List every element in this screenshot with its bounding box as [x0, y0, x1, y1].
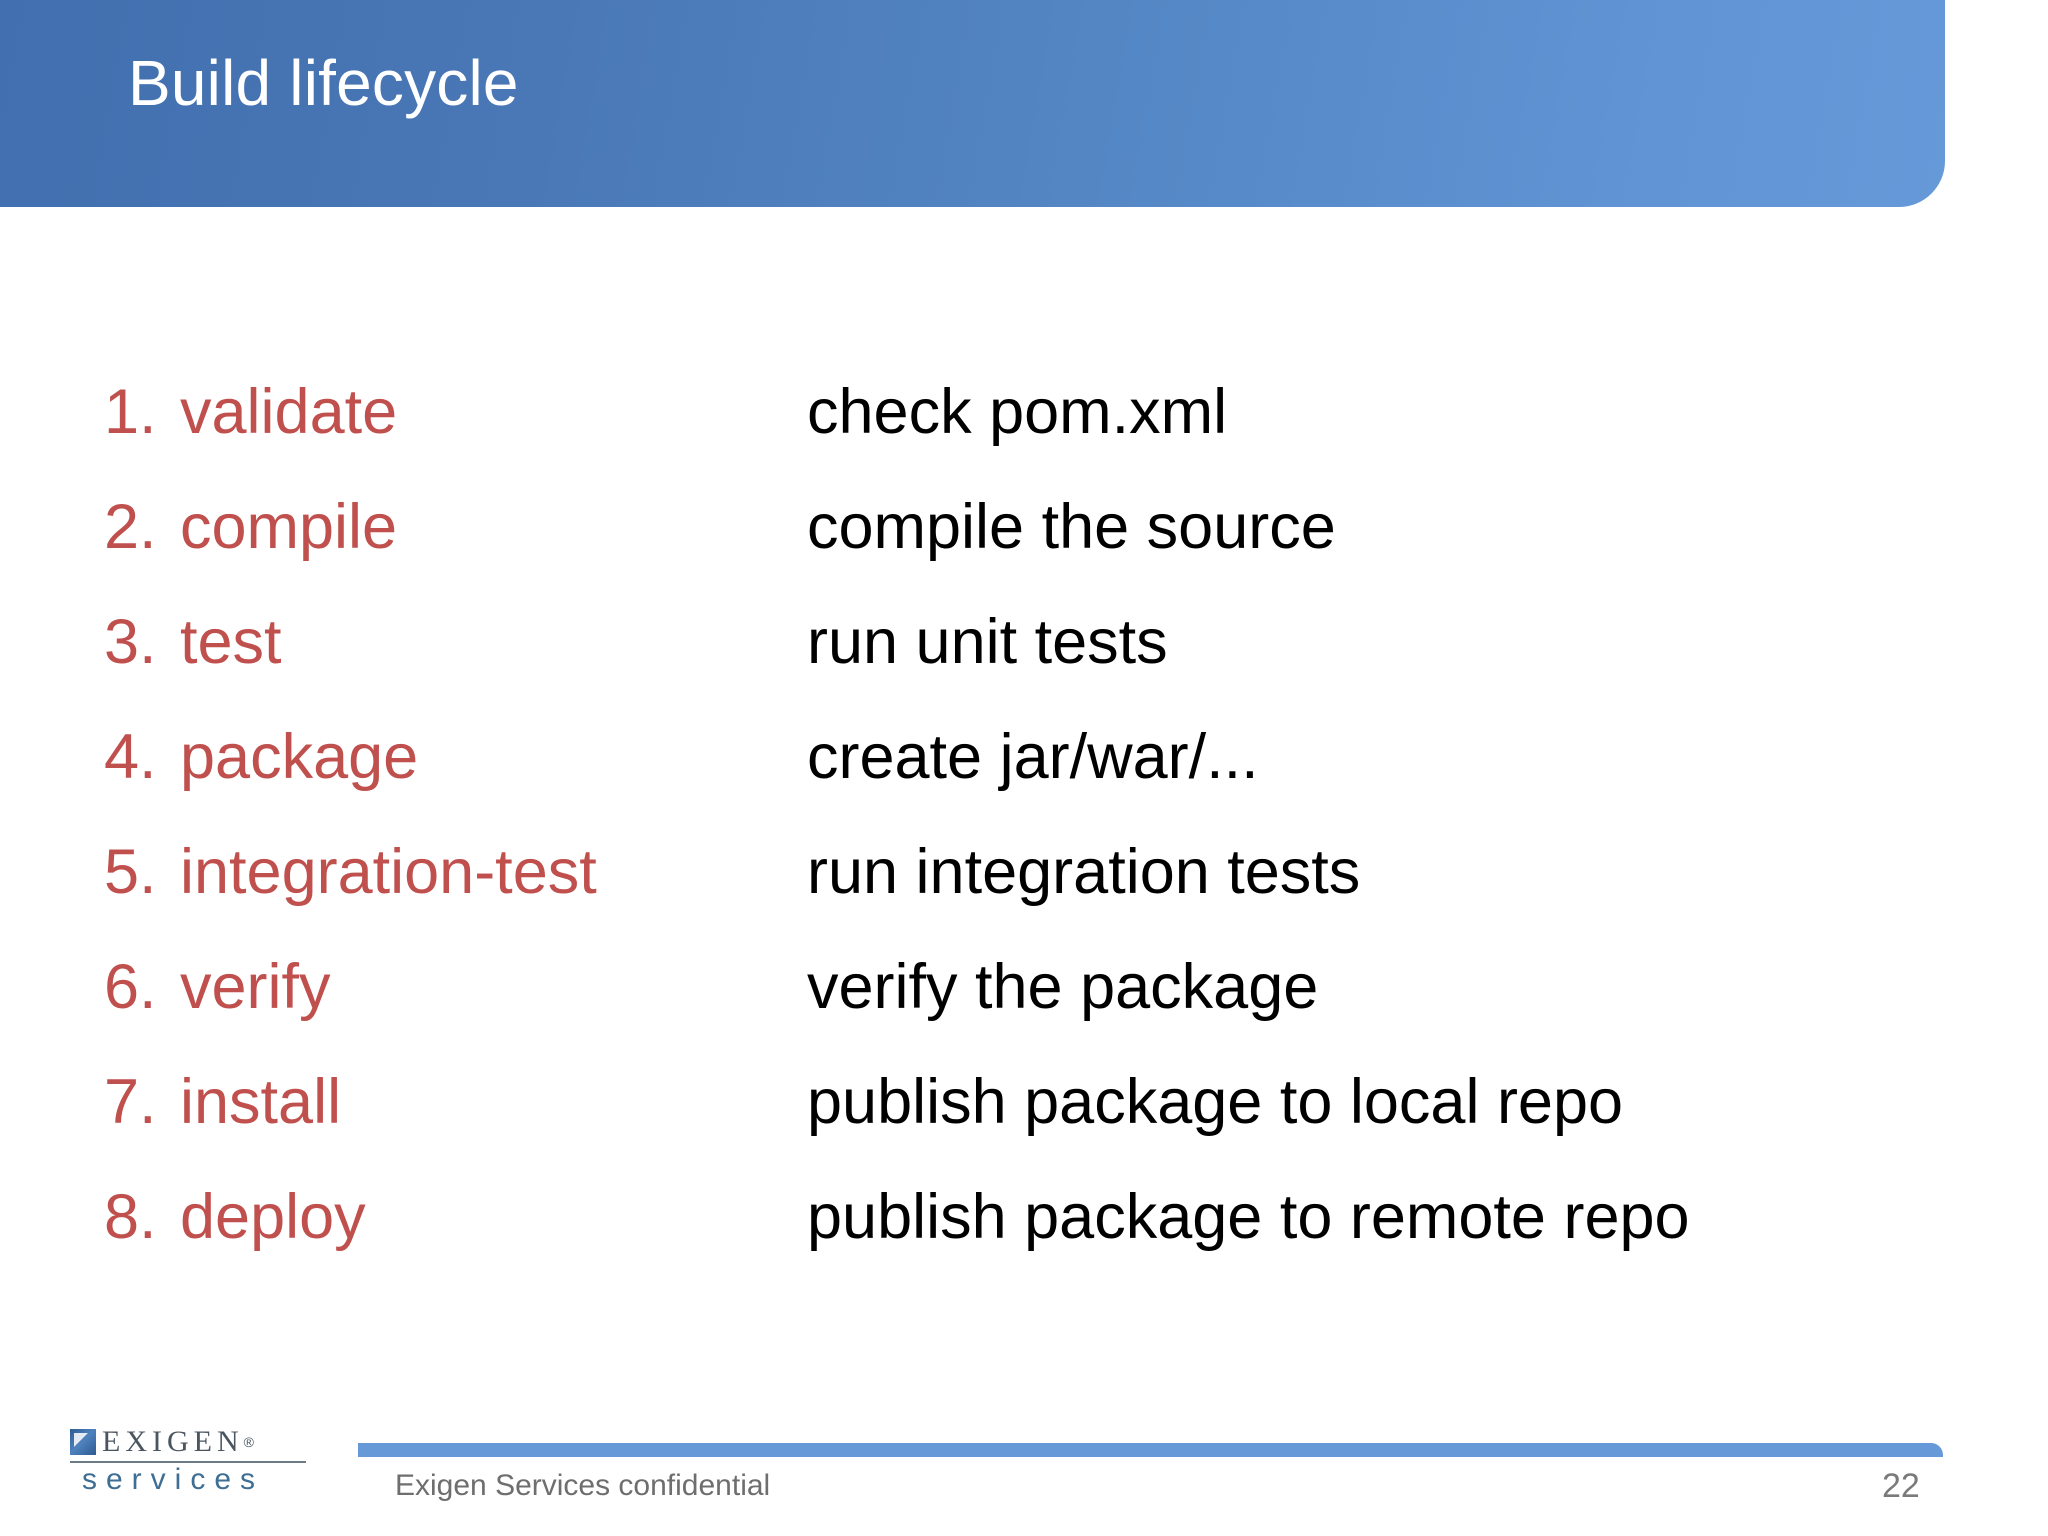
- title-banner: Build lifecycle: [0, 0, 1945, 207]
- confidential-notice: Exigen Services confidential: [395, 1469, 771, 1502]
- list-item-description: run integration tests: [807, 837, 1361, 907]
- list-item-description: run unit tests: [807, 607, 1168, 677]
- list-item-number: 1.: [104, 377, 157, 447]
- logo-divider: [70, 1461, 306, 1463]
- list-item-phase: install: [180, 1067, 342, 1137]
- logo-wordmark-row: EXIGEN ®: [70, 1424, 310, 1460]
- logo-word-exigen: EXIGEN: [102, 1425, 244, 1458]
- list-item-description: compile the source: [807, 492, 1336, 562]
- list-item-phase: integration-test: [180, 837, 597, 907]
- page-title: Build lifecycle: [128, 47, 519, 119]
- list-item: 8. deploy publish package to remote repo: [0, 1160, 2048, 1275]
- footer-accent-bar: [358, 1443, 1943, 1457]
- exigen-mark-icon: [70, 1429, 96, 1455]
- logo-word-services: services: [82, 1463, 265, 1496]
- list-item: 3. test run unit tests: [0, 585, 2048, 700]
- list-item-number: 3.: [104, 607, 157, 677]
- list-item-phase: deploy: [180, 1182, 366, 1252]
- list-item-description: publish package to local repo: [807, 1067, 1624, 1137]
- list-item-phase: compile: [180, 492, 398, 562]
- list-item-number: 7.: [104, 1067, 157, 1137]
- list-item: 7. install publish package to local repo: [0, 1045, 2048, 1160]
- page-number: 22: [1882, 1467, 1920, 1505]
- list-item: 1. validate check pom.xml: [0, 355, 2048, 470]
- list-item-number: 8.: [104, 1182, 157, 1252]
- list-item-description: publish package to remote repo: [807, 1182, 1690, 1252]
- list-item-description: verify the package: [807, 952, 1319, 1022]
- list-item-phase: test: [180, 607, 282, 677]
- list-item-number: 5.: [104, 837, 157, 907]
- list-item: 2. compile compile the source: [0, 470, 2048, 585]
- exigen-services-logo: EXIGEN ® services: [70, 1424, 310, 1496]
- list-item-phase: package: [180, 722, 419, 792]
- list-item-number: 6.: [104, 952, 157, 1022]
- list-item-phase: validate: [180, 377, 398, 447]
- list-item-number: 4.: [104, 722, 157, 792]
- list-item-description: create jar/war/...: [807, 722, 1259, 792]
- list-item-phase: verify: [180, 952, 331, 1022]
- build-lifecycle-list: 1. validate check pom.xml 2. compile com…: [0, 355, 2048, 1275]
- list-item: 4. package create jar/war/...: [0, 700, 2048, 815]
- list-item: 6. verify verify the package: [0, 930, 2048, 1045]
- registered-trademark-icon: ®: [243, 1434, 254, 1450]
- list-item-description: check pom.xml: [807, 377, 1228, 447]
- list-item: 5. integration-test run integration test…: [0, 815, 2048, 930]
- list-item-number: 2.: [104, 492, 157, 562]
